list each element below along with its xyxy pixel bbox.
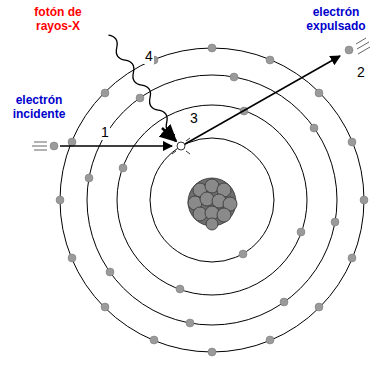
callout-number: 3 [189,110,199,126]
incident-label: electrón incidente [2,94,76,122]
callout-number: 1 [100,124,110,140]
ejected-label: electrón expulsado [296,6,376,34]
photon-label: fotón de rayos-X [22,6,94,34]
callout-number: 2 [356,64,366,80]
callout-number: 4 [144,48,154,64]
